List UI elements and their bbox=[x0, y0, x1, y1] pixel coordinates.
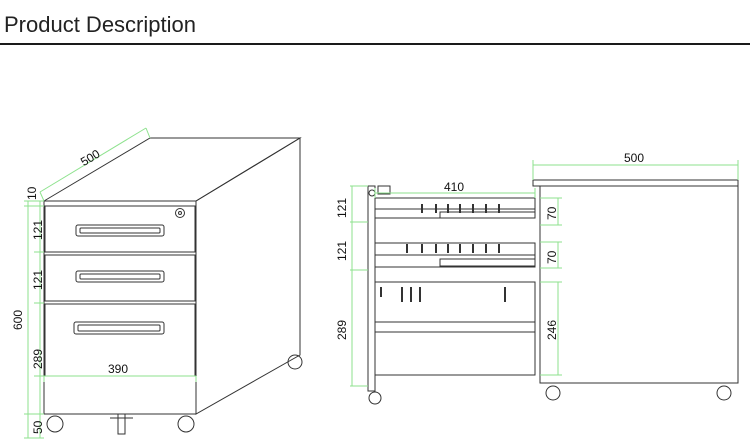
drawer-box-3 bbox=[374, 281, 536, 376]
drawer-front-2 bbox=[44, 254, 196, 302]
front-panel bbox=[367, 185, 376, 392]
dim-mid-121-b: 121 bbox=[335, 241, 349, 261]
cabinet-side-view bbox=[532, 160, 739, 401]
dim-right-246: 246 bbox=[545, 320, 559, 340]
lock-bracket bbox=[377, 185, 391, 195]
drawer-handle-1-inner bbox=[79, 227, 161, 234]
dim-total-600: 600 bbox=[11, 310, 25, 330]
drawer-handle-3 bbox=[73, 321, 165, 335]
keyhole-icon bbox=[175, 208, 185, 218]
dim-drawer-289: 289 bbox=[31, 349, 45, 369]
side-view bbox=[350, 185, 536, 405]
dim-drawer-121-b: 121 bbox=[31, 270, 45, 290]
dim-mid-289: 289 bbox=[335, 320, 349, 340]
drawer-handle-1 bbox=[75, 224, 165, 237]
caster-wheel-icon bbox=[287, 354, 303, 370]
keyhole-icon bbox=[368, 189, 376, 197]
caster-wheel-icon bbox=[545, 385, 561, 401]
dim-mid-121-a: 121 bbox=[335, 198, 349, 218]
drawer-handle-2-inner bbox=[79, 273, 161, 280]
page-title: Product Description bbox=[4, 12, 196, 37]
dim-depth-500-right: 500 bbox=[624, 151, 644, 165]
caster-wheel-icon bbox=[368, 391, 382, 405]
isometric-view bbox=[24, 127, 303, 439]
drawer-front-1 bbox=[44, 205, 196, 253]
header: Product Description bbox=[0, 0, 750, 46]
dim-right-70-b: 70 bbox=[545, 250, 559, 264]
dim-front-390: 390 bbox=[108, 362, 128, 376]
side-top bbox=[532, 179, 739, 187]
side-panel bbox=[539, 185, 739, 384]
cabinet-top bbox=[42, 137, 302, 202]
dim-top-10: 10 bbox=[25, 186, 39, 200]
dimension-lines-right bbox=[532, 160, 739, 376]
dim-slide-410: 410 bbox=[444, 180, 464, 194]
dim-depth-500-left: 500 bbox=[78, 146, 103, 168]
dimension-lines-middle bbox=[350, 185, 536, 387]
file-hangers-1 bbox=[421, 204, 500, 213]
slide-2 bbox=[439, 258, 536, 267]
cabinet-side bbox=[195, 137, 301, 415]
caster-wheel-icon bbox=[177, 415, 195, 433]
slide-1 bbox=[439, 211, 536, 219]
dim-drawer-121-a: 121 bbox=[31, 220, 45, 240]
file-hangers-3 bbox=[380, 287, 506, 302]
file-hangers-2 bbox=[406, 244, 500, 253]
caster-wheel-icon bbox=[46, 415, 64, 433]
dim-base-50: 50 bbox=[31, 420, 45, 434]
dimension-lines bbox=[24, 127, 197, 439]
header-rule bbox=[0, 43, 750, 45]
caster-wheel-icon bbox=[716, 385, 732, 401]
drawer-box-1 bbox=[374, 197, 536, 219]
slide-3 bbox=[374, 321, 536, 333]
foot bbox=[117, 413, 126, 435]
drawer-handle-2 bbox=[75, 270, 165, 283]
drawer-handle-3-inner bbox=[77, 324, 161, 332]
dim-right-70-a: 70 bbox=[545, 206, 559, 220]
